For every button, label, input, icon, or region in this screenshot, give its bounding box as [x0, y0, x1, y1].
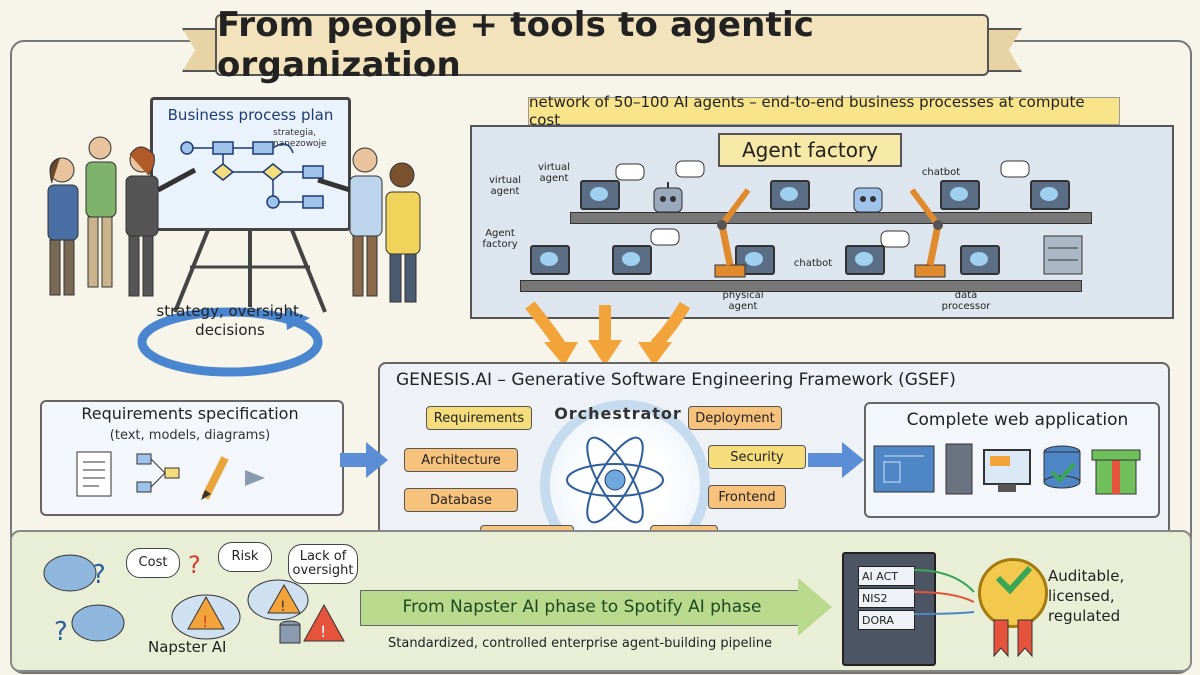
arrow-right-icon: [808, 442, 864, 478]
napster-label: Napster AI: [148, 638, 227, 656]
module-deployment: Deployment: [688, 406, 782, 430]
gsef-title: GENESIS.AI – Generative Software Enginee…: [396, 370, 956, 390]
rack-label-nis2: NIS2: [858, 588, 915, 608]
robot-arm-icon: [714, 188, 751, 278]
module-requirements: Requirements: [426, 406, 532, 430]
chaotic-ai-icon: ? ? ? ! ! !: [43, 551, 345, 647]
brain-monitor-icon: [612, 245, 652, 275]
factory-output-arrows-icon: [525, 301, 691, 366]
robot-icon: [653, 182, 683, 213]
document-icon: [76, 451, 265, 500]
brain-monitor-icon: [960, 245, 1000, 275]
rack-label-ai-act: AI ACT: [858, 566, 915, 586]
bubble-risk: Risk: [218, 542, 272, 572]
conveyor-belt-upper: [570, 212, 1092, 224]
chat-bubble-icon: [675, 160, 705, 178]
label-physical-agent: physical agent: [722, 290, 764, 312]
module-architecture: Architecture: [404, 448, 518, 472]
cycle-arrow-icon: [137, 307, 323, 377]
svg-text:?: ?: [188, 551, 201, 579]
bubble-cost: Cost: [126, 548, 180, 578]
easel: [150, 97, 350, 317]
chat-bubble-icon: [880, 230, 910, 248]
requirements-subtitle: (text, models, diagrams): [109, 428, 271, 443]
board-note: strategia, nanezowoje: [273, 128, 327, 149]
robot-icon: [853, 187, 883, 213]
label-agent-factory: Agent factory: [482, 228, 518, 250]
certified-badge-icon: [978, 558, 1048, 628]
flowchart-icon: [180, 141, 324, 209]
module-database: Database: [404, 488, 518, 512]
brain-monitor-icon: [1030, 180, 1070, 210]
brain-monitor-icon: [845, 245, 885, 275]
ribbon-check-icon: [993, 565, 1033, 658]
brain-monitor-icon: [940, 180, 980, 210]
phase-arrow-text: From Napster AI phase to Spotify AI phas…: [402, 597, 762, 617]
svg-text:!: !: [320, 622, 326, 641]
label-virtual-agent-1: virtual agent: [489, 175, 521, 197]
brain-monitor-icon: [530, 245, 570, 275]
chat-bubble-icon: [650, 228, 680, 246]
label-chatbot-2: chatbot: [793, 258, 833, 269]
easel-legs-icon: [173, 224, 327, 313]
chat-bubble-icon: [1000, 160, 1030, 178]
module-frontend: Frontend: [708, 485, 786, 509]
page-title: From people + tools to agentic organizat…: [215, 5, 989, 85]
orchestrator-label: Orchestrator: [554, 404, 682, 423]
svg-text:?: ?: [54, 617, 68, 647]
svg-text:!: !: [202, 612, 208, 631]
brain-monitor-icon: [580, 180, 620, 210]
server-icon: [1043, 235, 1083, 275]
board-title: Business process plan: [167, 106, 334, 124]
label-chatbot-1: chatbot: [921, 167, 961, 178]
team-people-icon: [47, 136, 421, 303]
svg-text:?: ?: [92, 560, 106, 590]
arrow-right-icon: [340, 442, 388, 478]
phase-arrow: [360, 590, 802, 626]
chat-bubble-icon: [615, 163, 645, 181]
web-app-title: Complete web application: [906, 410, 1129, 430]
svg-text:!: !: [280, 599, 286, 615]
label-virtual-agent-2: virtual agent: [538, 162, 570, 184]
rack-cables-icon: [914, 569, 975, 615]
atom-icon: [566, 436, 664, 524]
robot-arm-icon: [909, 188, 946, 278]
rack-label-dora: DORA: [858, 610, 915, 630]
label-data-processor: data processor: [941, 290, 991, 312]
module-security: Security: [708, 445, 806, 469]
business-process-board: Business process plan strategia, nanezow…: [150, 97, 351, 231]
factory-title: Agent factory: [718, 133, 902, 167]
bubble-lack-of-oversight: Lack of oversight: [288, 544, 358, 584]
brain-monitor-icon: [770, 180, 810, 210]
requirements-title: Requirements specification: [81, 404, 299, 423]
compliance-text: Auditable, licensed, regulated: [1048, 567, 1125, 625]
cycle-text: strategy, oversight, decisions: [156, 302, 304, 339]
web-app-components-icon: [873, 443, 1141, 495]
pipeline-subtitle: Standardized, controlled enterprise agen…: [388, 636, 772, 651]
conveyor-belt-lower: [520, 280, 1082, 292]
factory-banner: network of 50–100 AI agents – end-to-end…: [528, 93, 1120, 129]
